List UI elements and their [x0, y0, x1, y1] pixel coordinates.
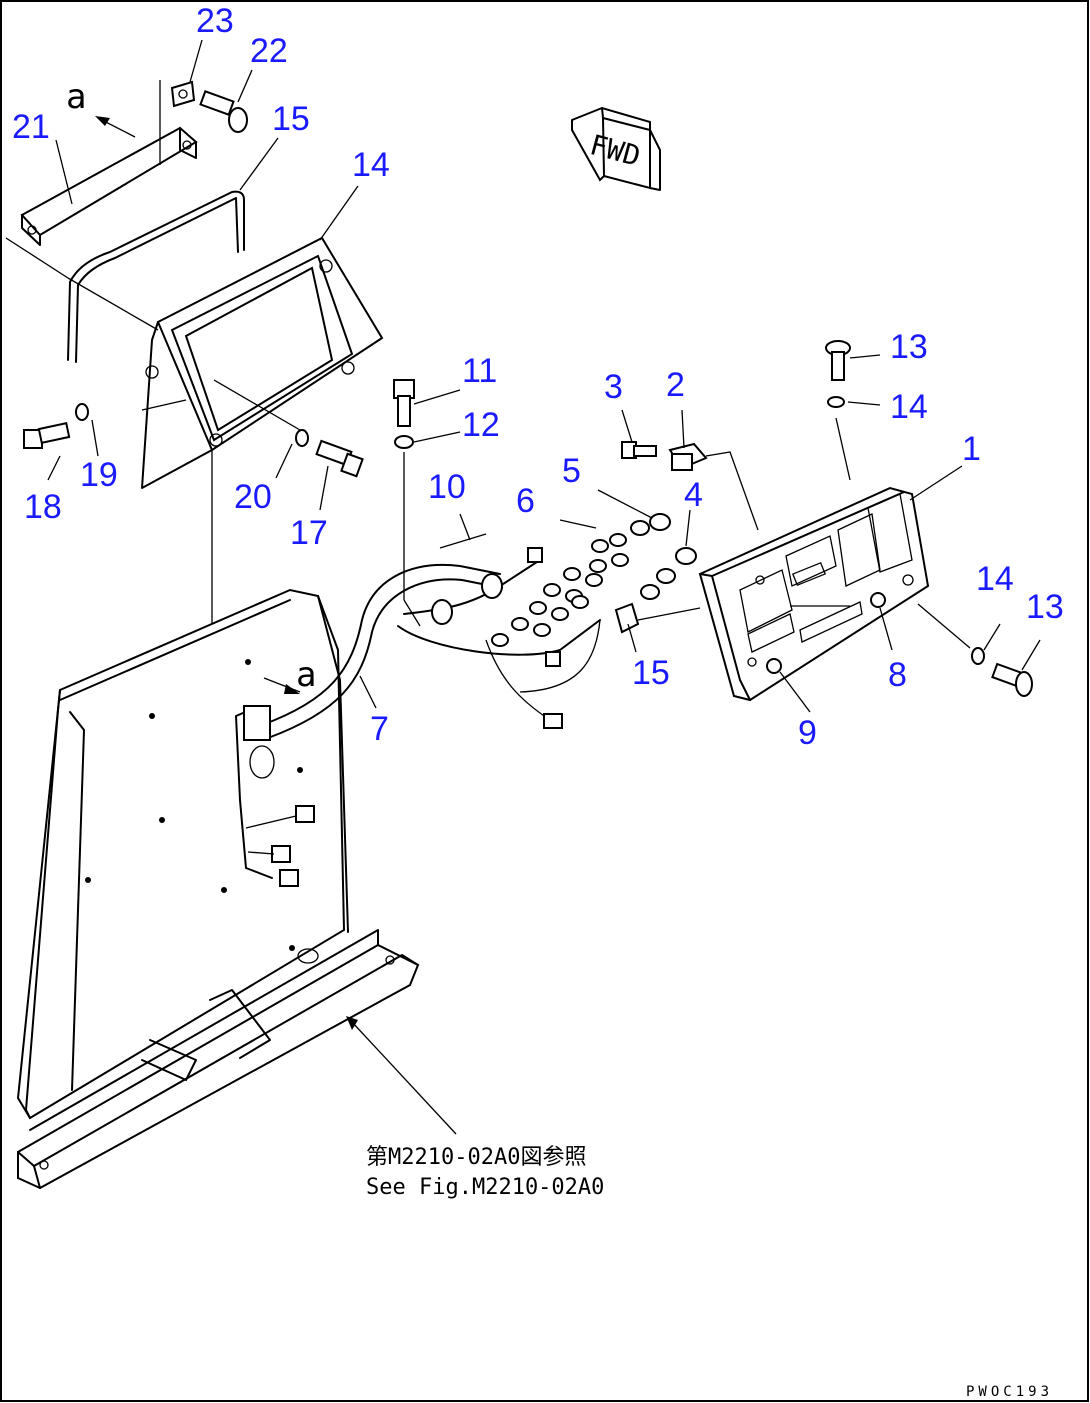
part-label-16: 15	[632, 654, 670, 692]
fwd-arrow: FWD	[571, 106, 661, 191]
part-label-10: 10	[428, 468, 466, 506]
washer-14-right	[971, 647, 985, 665]
washer-20-left	[75, 403, 89, 421]
reference-note-jp: 第M2210-02A0図参照	[366, 1145, 586, 1170]
bracket-21	[5, 80, 198, 279]
part-label-14-top: 14	[890, 388, 928, 426]
part-label-19: 18	[24, 488, 62, 526]
part-label-3: 3	[604, 368, 623, 406]
bolt-11	[393, 379, 421, 627]
figure-code: PWOC193	[966, 1384, 1053, 1400]
part-label-15: 14	[352, 146, 390, 184]
part-label-21: 21	[12, 108, 50, 146]
part-label-20-right: 20	[234, 478, 272, 516]
frame-15	[141, 236, 384, 846]
part-label-7: 7	[370, 710, 389, 748]
reference-note-en: See Fig.M2210-02A0	[366, 1175, 604, 1200]
screw-3	[621, 441, 657, 459]
bolt-18	[315, 439, 364, 478]
switch-2	[668, 442, 759, 531]
part-label-18: 17	[290, 514, 328, 552]
lamp-sockets	[491, 513, 697, 647]
part-label-22: 22	[250, 32, 288, 70]
part-label-20-left: 19	[80, 456, 118, 494]
part-label-13-top: 13	[890, 328, 928, 366]
part-label-13-right: 13	[1026, 588, 1064, 626]
screw-13-right	[991, 662, 1033, 697]
part-label-2: 2	[666, 366, 685, 404]
part-label-11: 11	[462, 352, 497, 390]
screw-13-top	[825, 340, 851, 381]
washer-12	[394, 435, 414, 449]
ref-arrow-a-top	[95, 116, 136, 138]
part-label-17: 15	[272, 100, 310, 138]
leader-lines	[47, 39, 1041, 713]
part-label-5: 5	[562, 452, 581, 490]
part-label-6: 6	[516, 482, 535, 520]
bolt-22	[199, 90, 248, 133]
harness-7	[235, 564, 503, 887]
part-label-8: 8	[888, 656, 907, 694]
washer-23	[170, 80, 196, 108]
ref-mark-a-top: a	[66, 77, 86, 117]
bolt-19	[23, 422, 71, 449]
washer-20-right	[295, 429, 309, 447]
cover-17	[67, 190, 245, 363]
part-label-14-right: 14	[976, 560, 1014, 598]
part-label-12: 12	[462, 406, 500, 444]
part-label-4: 4	[684, 476, 703, 514]
washer-14-top	[827, 396, 845, 408]
monitor-panel-1	[698, 417, 971, 702]
part-label-9: 9	[798, 714, 817, 752]
part-label-1: 1	[962, 430, 981, 468]
harness-10	[397, 489, 701, 729]
part-label-23: 23	[196, 2, 234, 40]
ref-mark-a-panel: a	[296, 655, 316, 695]
base-rail	[17, 929, 457, 1190]
